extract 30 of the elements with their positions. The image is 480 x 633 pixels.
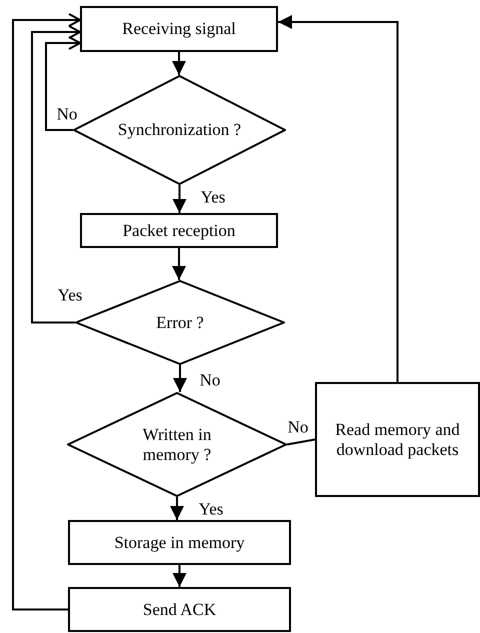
node-label: Packet reception (122, 220, 236, 240)
edge-label: Yes (198, 500, 224, 518)
process-box (80, 213, 278, 248)
node-label: Synchronization ? (118, 120, 242, 140)
arrow (173, 365, 187, 392)
arrow (172, 52, 186, 75)
node-label: Written in memory ? (142, 424, 212, 464)
edge-label: No (198, 372, 222, 388)
arrow (172, 248, 186, 280)
process-box (68, 587, 291, 632)
decision-diamond (67, 392, 287, 497)
edge-label: Yes (200, 188, 226, 206)
edge-label: No (56, 106, 78, 122)
arrow (278, 15, 398, 382)
process-box (80, 6, 278, 52)
arrow (170, 497, 184, 520)
process-box (68, 520, 291, 565)
edge-label: Yes (56, 286, 84, 304)
arrow (172, 185, 186, 213)
arrow (172, 565, 186, 587)
arrow (45, 36, 81, 131)
node-label: Read memory and download packets (335, 420, 460, 460)
edge-label: No (286, 418, 310, 436)
node-label: Receiving signal (122, 19, 236, 39)
node-label: Error ? (156, 312, 204, 332)
process-box (315, 382, 480, 497)
arrow (12, 13, 81, 610)
arrow (31, 25, 81, 324)
node-label: Storage in memory (114, 532, 245, 552)
node-label: Send ACK (142, 600, 216, 620)
